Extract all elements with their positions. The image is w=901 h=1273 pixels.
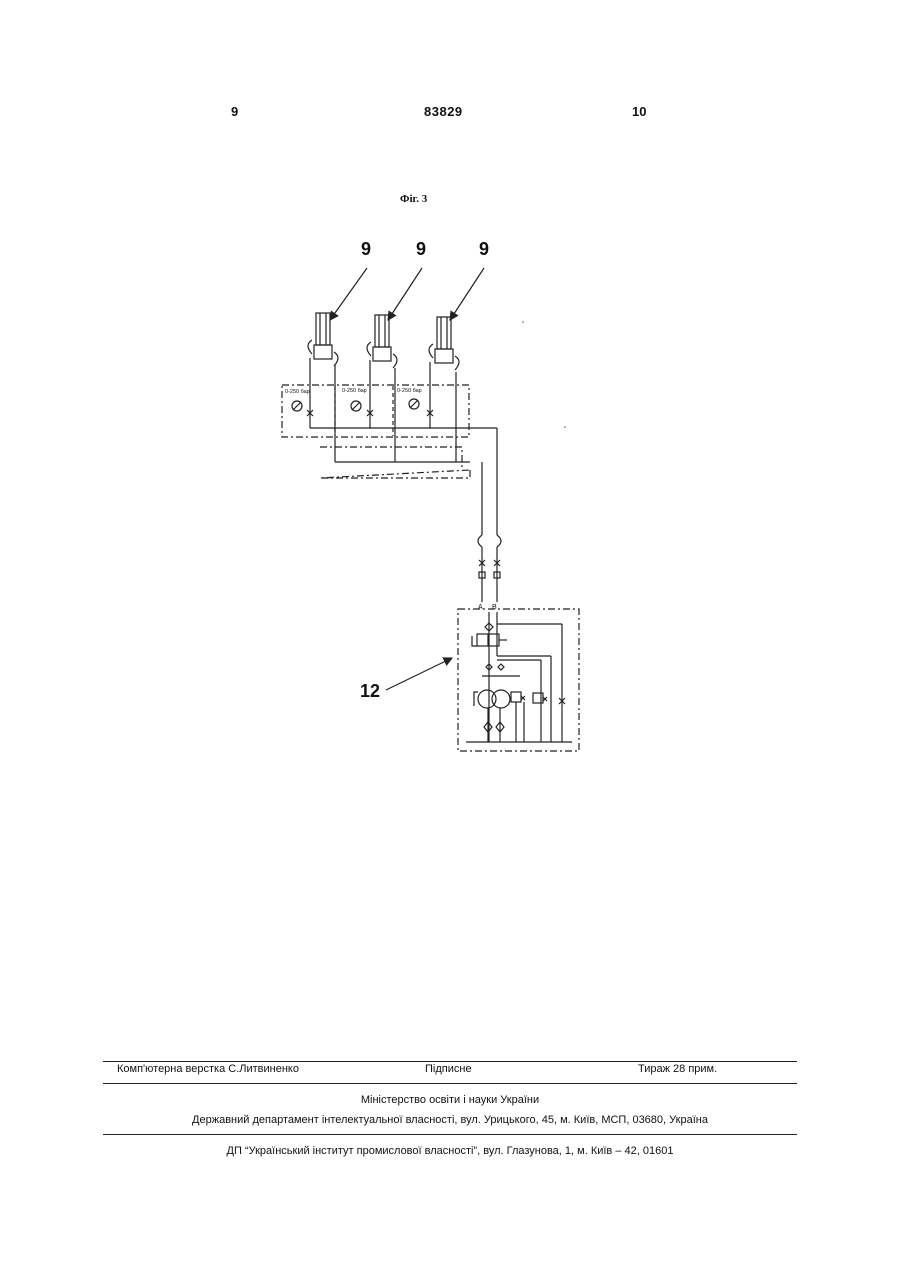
station-label: 12 [360,681,380,701]
port-label-b: B [492,604,497,611]
gauge-label-2: 0-250 бар [342,388,367,394]
footer-rule-top [103,1061,797,1062]
cylinder-3 [429,317,459,370]
cylinder-1 [308,313,338,366]
ministry-line: Міністерство освіти і науки України [103,1094,797,1106]
print-run: Тираж 28 прим. [638,1063,717,1075]
signed-note: Підписне [425,1063,472,1075]
hydraulic-station [466,612,572,742]
port-label-a: A [478,604,483,611]
footer-rule-bottom [103,1134,797,1135]
typesetter-credit: Комп'ютерна верстка С.Литвиненко [117,1063,299,1075]
department-line: Державний департамент інтелектуальної вл… [103,1114,797,1126]
unit-label-1: 9 [361,239,371,259]
unit-label-2: 9 [416,239,426,259]
institute-line: ДП “Український інститут промислової вла… [103,1145,797,1157]
leader-arrows [330,268,484,690]
hydraulic-station-enclosure [458,609,579,751]
gauge-label-3: 0-250 бар [397,388,422,394]
hose-coupling [478,535,501,602]
manifold-lines [310,428,497,535]
pressure-gauges [292,399,419,411]
gauge-label-1: 0-250 бар [285,389,310,395]
footer-rule-middle [103,1083,797,1084]
cylinder-2 [367,315,397,368]
unit-label-3: 9 [479,239,489,259]
